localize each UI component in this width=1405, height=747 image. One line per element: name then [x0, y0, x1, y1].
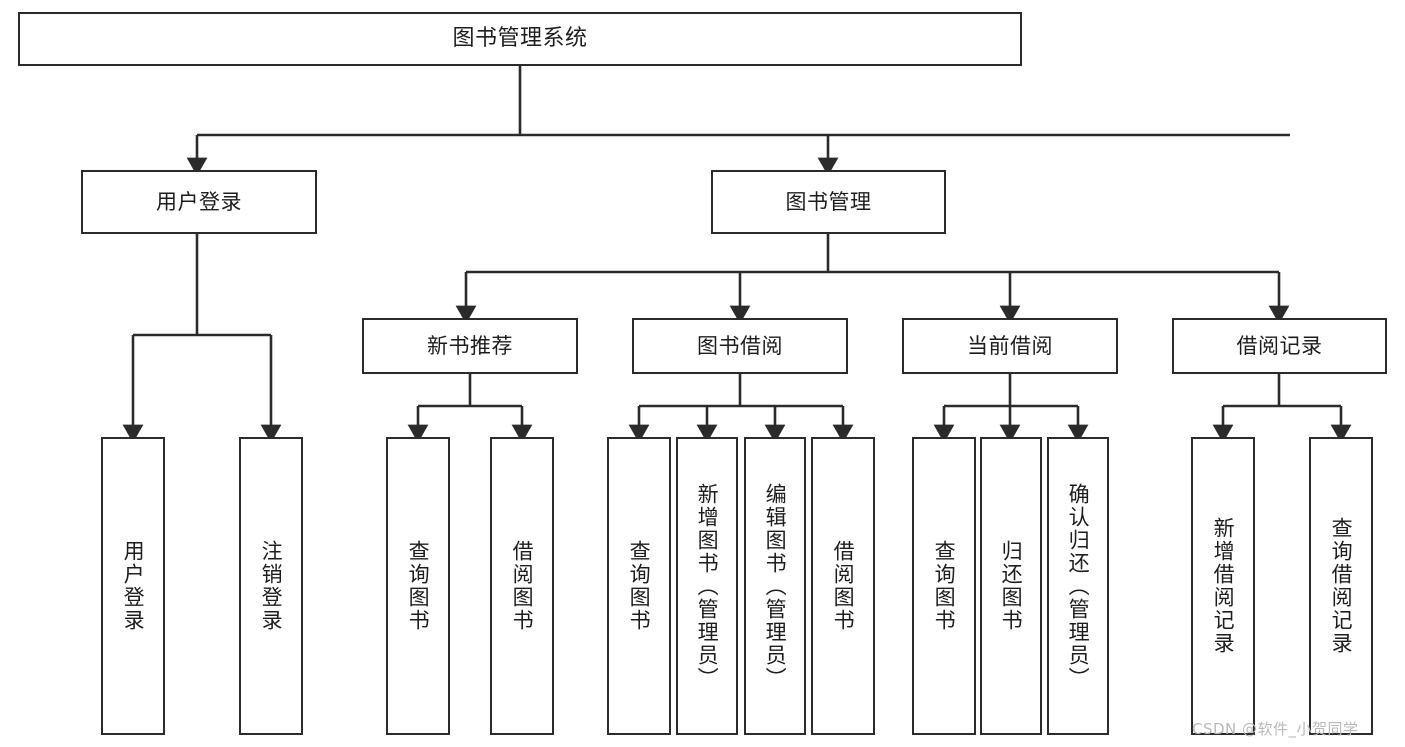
- leaf-current-borrow-query[interactable]: 查询图书: [912, 437, 976, 735]
- leaf-book-borrow-add[interactable]: 新增图书（管理员）: [676, 437, 738, 735]
- leaf-borrow-record-add[interactable]: 新增借阅记录: [1191, 437, 1255, 735]
- node-label: 查询图书: [627, 540, 652, 632]
- node-root-system[interactable]: 图书管理系统: [18, 12, 1022, 66]
- node-book-management[interactable]: 图书管理: [711, 170, 946, 234]
- node-label: 新书推荐: [427, 333, 513, 358]
- leaf-book-borrow-borrow[interactable]: 借阅图书: [811, 437, 875, 735]
- leaf-user-login-logout[interactable]: 注销登录: [239, 437, 303, 735]
- leaf-current-borrow-confirm[interactable]: 确认归还（管理员）: [1047, 437, 1109, 735]
- node-label: 新增借阅记录: [1211, 517, 1236, 655]
- node-label: 编辑图书（管理员）: [763, 482, 788, 690]
- node-user-login[interactable]: 用户登录: [81, 170, 317, 234]
- node-label: 归还图书: [999, 540, 1024, 632]
- leaf-user-login-login[interactable]: 用户登录: [101, 437, 165, 735]
- watermark-text: CSDN @软件_小贺同学: [1192, 720, 1359, 738]
- node-label: 查询图书: [406, 540, 431, 632]
- leaf-new-book-borrow[interactable]: 借阅图书: [490, 437, 554, 735]
- node-label: 查询借阅记录: [1329, 517, 1354, 655]
- leaf-new-book-query[interactable]: 查询图书: [386, 437, 450, 735]
- node-label: 借阅图书: [510, 540, 535, 632]
- leaf-current-borrow-return[interactable]: 归还图书: [980, 437, 1042, 735]
- node-borrow-record[interactable]: 借阅记录: [1172, 318, 1387, 374]
- node-label: 图书管理: [785, 189, 872, 214]
- leaf-book-borrow-query[interactable]: 查询图书: [607, 437, 671, 735]
- node-label: 借阅记录: [1236, 333, 1323, 358]
- leaf-book-borrow-edit[interactable]: 编辑图书（管理员）: [744, 437, 806, 735]
- node-label: 用户登录: [121, 540, 146, 632]
- node-label: 确认归还（管理员）: [1066, 482, 1091, 690]
- node-current-borrow[interactable]: 当前借阅: [902, 318, 1118, 374]
- node-new-book-recommend[interactable]: 新书推荐: [362, 318, 578, 374]
- node-label: 图书借阅: [697, 333, 783, 358]
- node-label: 借阅图书: [831, 540, 856, 632]
- node-label: 图书管理系统: [452, 26, 588, 52]
- node-label: 新增图书（管理员）: [695, 482, 720, 690]
- node-book-borrow[interactable]: 图书借阅: [632, 318, 848, 374]
- node-label: 注销登录: [259, 540, 284, 632]
- node-label: 用户登录: [156, 189, 242, 214]
- node-label: 当前借阅: [967, 333, 1053, 358]
- leaf-borrow-record-query[interactable]: 查询借阅记录: [1309, 437, 1373, 735]
- node-label: 查询图书: [932, 540, 957, 632]
